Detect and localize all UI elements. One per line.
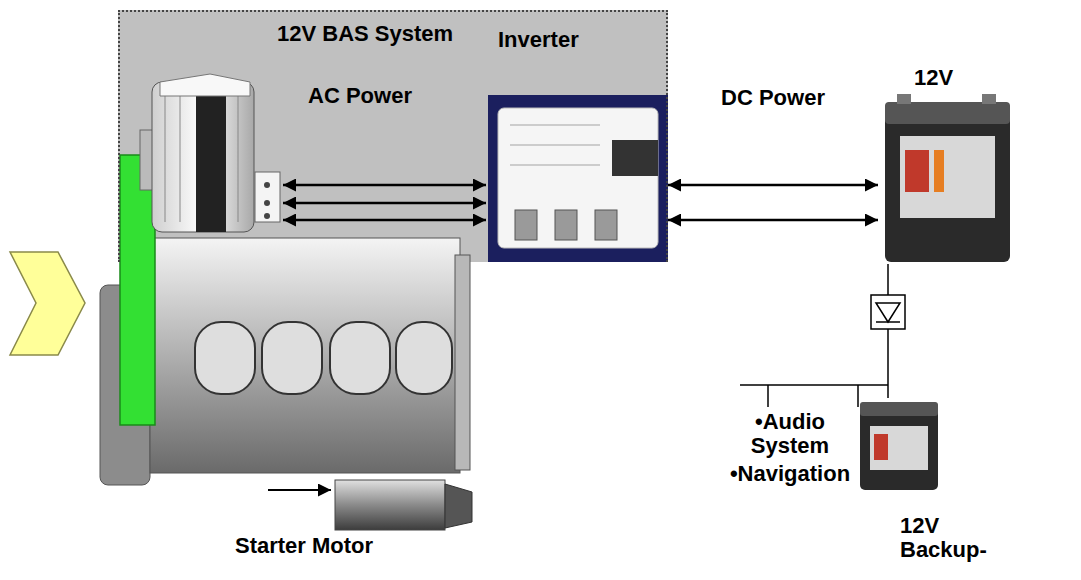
rect-shape bbox=[262, 322, 322, 394]
annotation-label: AC Power bbox=[308, 84, 412, 108]
rect-shape bbox=[455, 255, 470, 470]
circle-shape bbox=[264, 213, 270, 219]
polygon-shape bbox=[445, 484, 472, 528]
rect-shape bbox=[488, 95, 668, 262]
battery-figure bbox=[885, 94, 1010, 262]
rect-shape bbox=[871, 295, 905, 329]
rect-shape bbox=[982, 94, 996, 104]
line-shape bbox=[740, 384, 888, 386]
line-shape bbox=[283, 184, 486, 187]
rect-shape bbox=[897, 94, 911, 104]
power-connector bbox=[887, 264, 889, 398]
node-title: Inverter bbox=[498, 28, 579, 52]
circle-shape bbox=[264, 182, 270, 188]
rect-shape bbox=[152, 82, 254, 232]
rect-shape bbox=[885, 102, 1010, 124]
ac-power-arrows bbox=[283, 185, 486, 220]
rect-shape bbox=[330, 322, 390, 394]
node-title: 12V Backup- bbox=[900, 514, 1000, 562]
rect-shape bbox=[905, 150, 929, 192]
line-shape bbox=[238, 92, 239, 222]
line-shape bbox=[510, 164, 600, 166]
polygon-shape bbox=[160, 74, 250, 96]
annotation-label: •Audio System bbox=[740, 410, 840, 458]
power-connector bbox=[668, 219, 878, 222]
inverter-box: Inverter bbox=[488, 26, 668, 262]
line-shape bbox=[510, 124, 600, 126]
diode-symbol bbox=[871, 295, 905, 329]
rect-shape bbox=[515, 210, 537, 240]
rect-shape bbox=[255, 172, 280, 222]
rect-shape bbox=[195, 322, 255, 394]
inverter-figure bbox=[488, 95, 668, 262]
alternator-figure bbox=[140, 74, 280, 232]
rect-shape bbox=[870, 426, 928, 470]
polygon-shape bbox=[876, 303, 900, 322]
starter-box: Starter Motor bbox=[228, 476, 478, 570]
rect-shape bbox=[150, 238, 460, 473]
circle-shape bbox=[264, 200, 270, 206]
backup-battery-figure bbox=[860, 402, 938, 490]
rect-shape bbox=[860, 402, 938, 416]
rect-shape bbox=[595, 210, 617, 240]
annotation-label: •Navigation bbox=[730, 462, 850, 486]
line-shape bbox=[283, 219, 486, 222]
rect-shape bbox=[900, 136, 995, 218]
rect-shape bbox=[612, 140, 658, 176]
power-connector bbox=[668, 184, 878, 187]
system-group: Inverter 12V BAS System bbox=[118, 10, 668, 262]
line-shape bbox=[510, 144, 600, 146]
line-shape bbox=[767, 385, 769, 407]
rect-shape bbox=[555, 210, 577, 240]
line-shape bbox=[165, 92, 166, 222]
rect-shape bbox=[335, 480, 445, 530]
rect-shape bbox=[885, 102, 1010, 262]
rect-shape bbox=[118, 10, 668, 262]
starter-motor-figure bbox=[268, 480, 472, 530]
direction-chevron bbox=[10, 252, 85, 355]
line-shape bbox=[268, 489, 331, 491]
bas-ground bbox=[118, 10, 668, 262]
rect-shape bbox=[396, 322, 452, 394]
backup-battery-box: 12V Backup- bbox=[852, 398, 1004, 570]
rect-shape bbox=[934, 150, 944, 192]
line-shape bbox=[180, 92, 181, 222]
rect-shape bbox=[874, 434, 888, 460]
polygon-shape bbox=[10, 252, 85, 355]
connector-label: DC Power bbox=[721, 86, 825, 110]
rect-shape bbox=[196, 82, 226, 232]
rect-shape bbox=[120, 155, 155, 425]
node-title: Starter Motor bbox=[235, 534, 373, 558]
line-shape bbox=[283, 202, 486, 205]
battery-box: 12V bbox=[878, 64, 1018, 264]
node-title: 12V bbox=[914, 66, 953, 90]
line-shape bbox=[876, 321, 900, 323]
node-title: 12V BAS System bbox=[277, 22, 453, 46]
line-shape bbox=[857, 385, 859, 407]
rect-shape bbox=[860, 402, 938, 490]
rect-shape bbox=[498, 108, 658, 248]
